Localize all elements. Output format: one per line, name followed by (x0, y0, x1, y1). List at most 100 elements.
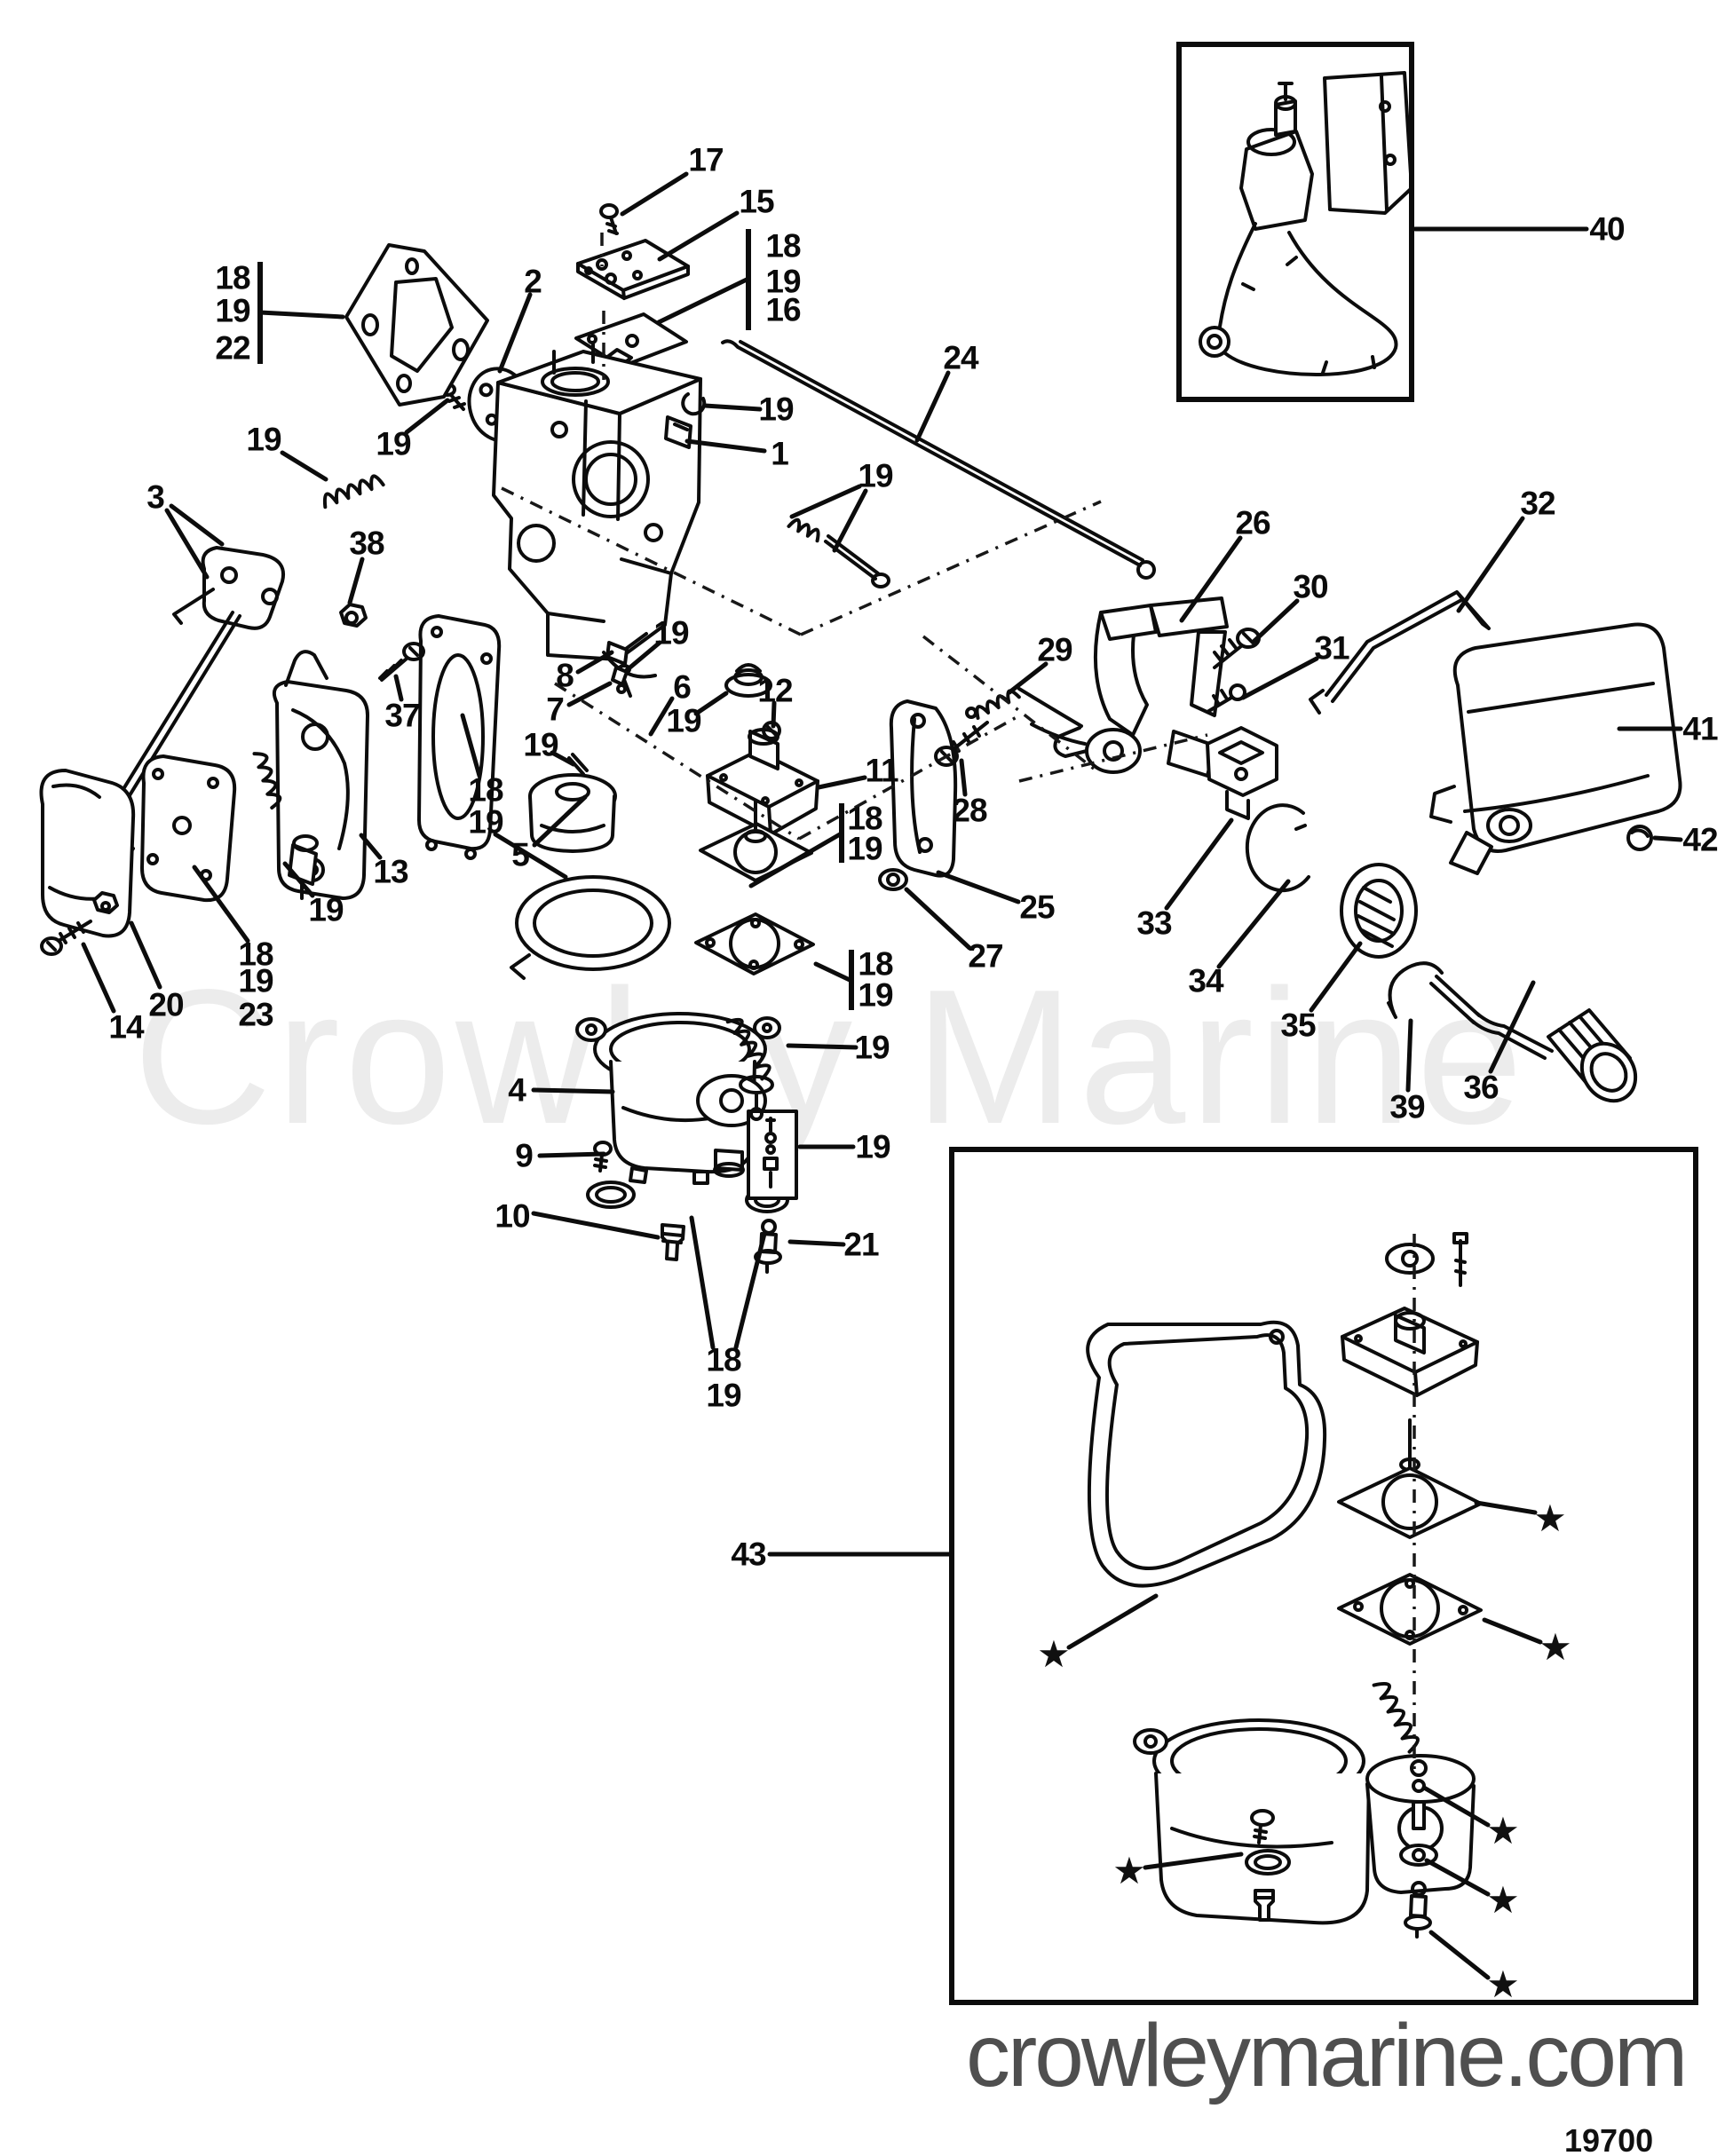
star-icon: ★ (1486, 1963, 1520, 2006)
screw-14 (40, 920, 92, 956)
part-label-18: 18 (215, 259, 250, 296)
part-label-5: 5 (511, 836, 530, 873)
part-label-41: 41 (1682, 710, 1718, 747)
screw-31 (1206, 683, 1246, 714)
pump-diaphragm-11 (699, 799, 813, 882)
leader-line (575, 650, 614, 675)
part-label-19: 19 (758, 391, 794, 428)
leader-line (1405, 1018, 1413, 1093)
leader-line (1007, 661, 1048, 695)
leader-line (192, 865, 250, 944)
leader-line (393, 674, 404, 702)
leader-line (404, 398, 450, 435)
part-label-19: 19 (215, 292, 250, 329)
part-label-19: 19 (523, 726, 558, 763)
grommet-35 (1340, 863, 1418, 959)
part-label-18: 18 (858, 945, 893, 983)
leader-line (532, 794, 588, 848)
part-label-19: 19 (468, 803, 503, 841)
leader-line (531, 1211, 661, 1240)
part-label-7: 7 (546, 691, 565, 728)
part-label-19: 19 (653, 614, 689, 652)
part-label-31: 31 (1314, 629, 1349, 667)
watermark: Crowley Marine (133, 949, 1528, 1164)
part-label-27: 27 (968, 937, 1003, 975)
throttle-return-spring-19 (322, 474, 385, 509)
leader-line (904, 887, 972, 951)
construction-line (922, 635, 1096, 770)
doc-number: 19700 (1564, 2122, 1654, 2156)
leader-line (164, 508, 210, 580)
inlet-filter-5 (528, 773, 617, 853)
leader-line (689, 1215, 716, 1350)
leader-line (693, 691, 729, 716)
leader-line (81, 942, 116, 1014)
jet-kit-box-19 (747, 1110, 798, 1200)
part-label-33: 33 (1136, 904, 1172, 942)
leader-line (936, 870, 1021, 904)
construction-line (800, 500, 1102, 636)
choke-lever-25 (889, 699, 958, 878)
star-leader-line (1421, 1785, 1491, 1828)
enrichener-solenoid-40 (1199, 71, 1413, 376)
leader-line (748, 832, 843, 888)
nut-38 (339, 603, 368, 628)
return-spring-29 (965, 687, 1083, 728)
pump-spring-19 (725, 1017, 774, 1121)
leader-line (733, 1231, 767, 1350)
part-label-19: 19 (854, 1029, 890, 1066)
choke-housing-13 (252, 650, 369, 900)
pump-cup-19 (724, 663, 772, 698)
e-clip-34 (1245, 803, 1310, 893)
star-leader-line (1482, 1617, 1543, 1645)
part-label-9: 9 (515, 1137, 534, 1174)
leader-line (531, 1087, 615, 1094)
leader-line (257, 310, 345, 320)
inset-box (1176, 42, 1414, 402)
leader-line (656, 276, 751, 325)
part-label-19: 19 (765, 263, 801, 300)
part-label-29: 29 (1037, 631, 1072, 668)
star-leader-line (1066, 1593, 1159, 1650)
star-icon: ★ (1533, 1497, 1567, 1540)
leader-line (1652, 835, 1683, 842)
leader-line (282, 861, 315, 898)
mount-bracket-26 (1030, 596, 1229, 778)
main-jet-10 (661, 1223, 685, 1261)
leader-line (624, 640, 662, 673)
part-label-18: 18 (765, 227, 801, 265)
part-label-42: 42 (1682, 821, 1718, 858)
leader-line (771, 700, 777, 729)
leader-line (129, 920, 162, 990)
throttle-link-rod-24 (721, 339, 1156, 580)
star-leader-line (1428, 1930, 1491, 1980)
leader-line (1164, 817, 1234, 911)
construction-line (798, 715, 1017, 841)
part-label-37: 37 (384, 697, 420, 734)
part-label-4: 4 (508, 1071, 526, 1109)
leader-line (1252, 598, 1300, 644)
part-label-43: 43 (731, 1536, 766, 1573)
spring-clip-39 (1387, 961, 1444, 1019)
star-icon: ★ (1037, 1632, 1071, 1676)
leader-line (787, 1239, 846, 1247)
part-label-19: 19 (246, 421, 281, 458)
leader-line (566, 681, 613, 707)
choke-gasket-18-19 (417, 614, 502, 860)
part-label-26: 26 (1235, 504, 1270, 541)
part-label-23: 23 (238, 996, 273, 1033)
leader-line (169, 503, 225, 547)
part-label-19: 19 (847, 830, 882, 867)
carburetor-body (492, 343, 702, 661)
inset-box (949, 1147, 1698, 2005)
star-leader-line (1424, 1858, 1491, 1897)
leader-line (1309, 941, 1363, 1013)
leader-line (497, 292, 533, 374)
part-label-14: 14 (108, 1008, 144, 1046)
mixing-chamber-cover-15 (576, 239, 690, 300)
needle-seat-8-7 (605, 641, 629, 694)
part-label-12: 12 (757, 672, 793, 709)
part-label-38: 38 (349, 525, 384, 562)
leader-line (537, 1151, 606, 1158)
part-label-19: 19 (855, 1128, 890, 1165)
